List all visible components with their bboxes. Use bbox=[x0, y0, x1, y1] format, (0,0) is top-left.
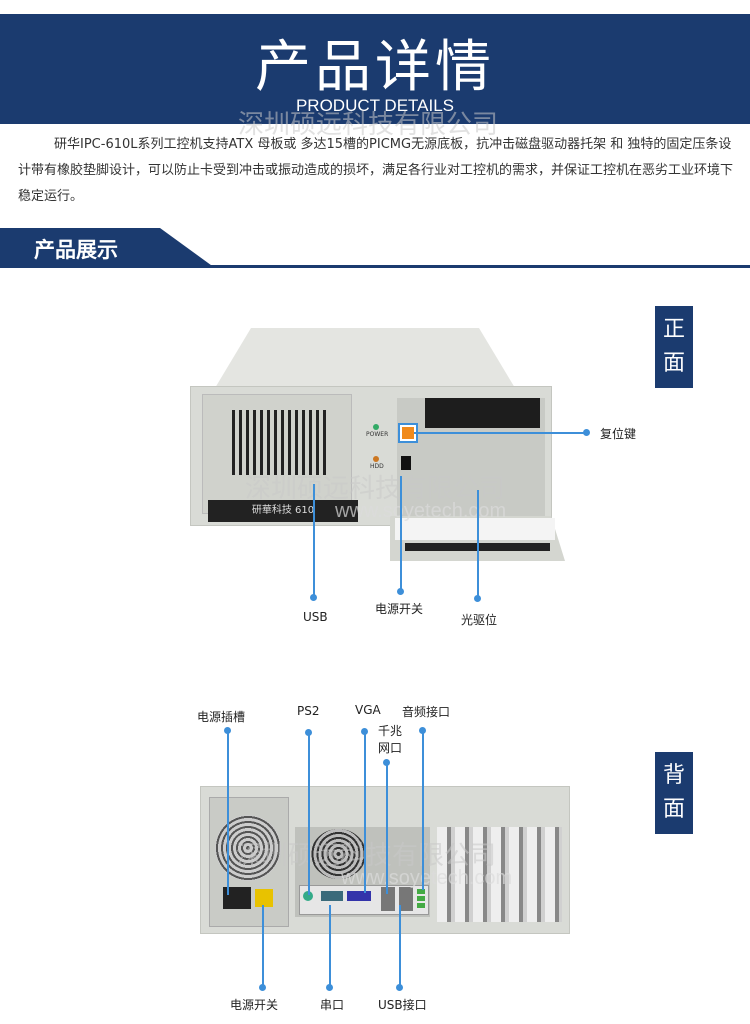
power-switch-icon bbox=[401, 456, 411, 470]
callout-line bbox=[477, 490, 479, 597]
callout-line bbox=[400, 476, 402, 590]
label-usb: USB bbox=[303, 610, 328, 624]
callout-line bbox=[399, 905, 401, 987]
callout-line bbox=[313, 484, 315, 596]
label-power-switch: 电源开关 bbox=[375, 602, 424, 616]
callout-dot bbox=[396, 984, 403, 991]
label-lan-1: 千兆 bbox=[378, 724, 403, 738]
callout-line bbox=[422, 730, 424, 890]
page-title: 产品详情 bbox=[255, 35, 495, 100]
label-back-power-switch: 电源开关 bbox=[230, 998, 279, 1012]
psu-fan-icon bbox=[215, 815, 281, 881]
front-chassis-image: 研華科技 610 POWER HDD 深圳硕远科技有限公司 www.soyete… bbox=[190, 328, 570, 568]
power-led bbox=[373, 424, 379, 430]
header-banner bbox=[0, 14, 750, 124]
power-led-label: POWER bbox=[366, 431, 389, 438]
label-reset: 复位键 bbox=[600, 427, 637, 441]
lan-usb-port bbox=[381, 887, 395, 911]
optical-drive bbox=[425, 398, 540, 428]
front-badge: 正面 bbox=[655, 306, 693, 388]
audio-jacks bbox=[417, 889, 425, 909]
reset-button-icon bbox=[402, 427, 414, 439]
callout-line bbox=[227, 730, 229, 895]
callout-line bbox=[414, 432, 586, 434]
watermark: 深圳硕远科技有限公司 bbox=[236, 841, 497, 871]
label-audio: 音频接口 bbox=[402, 705, 451, 719]
back-badge: 背面 bbox=[655, 752, 693, 834]
callout-dot bbox=[474, 595, 481, 602]
callout-line bbox=[386, 762, 388, 894]
callout-dot bbox=[397, 588, 404, 595]
hdd-led bbox=[373, 456, 379, 462]
callout-dot bbox=[310, 594, 317, 601]
fan-icon bbox=[311, 829, 366, 879]
callout-line bbox=[364, 731, 366, 893]
badge-text: 面 bbox=[662, 351, 685, 376]
callout-dot bbox=[326, 984, 333, 991]
product-description: 研华IPC-610L系列工控机支持ATX 母板或 多达15槽的PICMG无源底板… bbox=[18, 137, 734, 204]
label-ps2: PS2 bbox=[297, 704, 320, 718]
lan-usb-port bbox=[399, 887, 413, 911]
watermark-url: www.soyetech.com bbox=[341, 867, 513, 889]
callout-dot bbox=[259, 984, 266, 991]
badge-text: 正 bbox=[662, 317, 685, 342]
watermark-url: www.soyetech.com bbox=[335, 500, 507, 522]
callout-line bbox=[329, 905, 331, 987]
badge-text: 面 bbox=[662, 797, 685, 822]
watermark: 深圳硕远科技有限公司 bbox=[238, 110, 499, 140]
label-optical: 光驱位 bbox=[461, 613, 498, 627]
badge-text: 背 bbox=[662, 763, 685, 788]
callout-line bbox=[308, 732, 310, 895]
label-power-socket: 电源插槽 bbox=[197, 710, 246, 724]
brand-plate: 研華科技 610 bbox=[208, 500, 358, 522]
section-title: 产品展示 bbox=[34, 238, 118, 262]
ps2-port bbox=[303, 891, 313, 901]
callout-line bbox=[262, 905, 264, 987]
label-vga: VGA bbox=[355, 703, 381, 717]
label-usb-port: USB接口 bbox=[378, 998, 427, 1012]
label-serial: 串口 bbox=[320, 998, 345, 1012]
back-chassis-image: 深圳硕远科技有限公司 www.soyetech.com bbox=[200, 786, 570, 934]
vga-port bbox=[347, 891, 371, 901]
watermark: 深圳硕远科技有限公司 bbox=[245, 474, 506, 504]
power-socket-icon bbox=[223, 887, 251, 909]
serial-port bbox=[321, 891, 343, 901]
section-divider bbox=[0, 265, 750, 268]
label-lan-2: 网口 bbox=[378, 741, 403, 755]
expansion-slots bbox=[437, 827, 562, 922]
hdd-led-label: HDD bbox=[370, 463, 384, 470]
power-switch-icon bbox=[255, 889, 273, 907]
page-subtitle: PRODUCT DETAILS bbox=[295, 96, 455, 115]
callout-dot bbox=[583, 429, 590, 436]
